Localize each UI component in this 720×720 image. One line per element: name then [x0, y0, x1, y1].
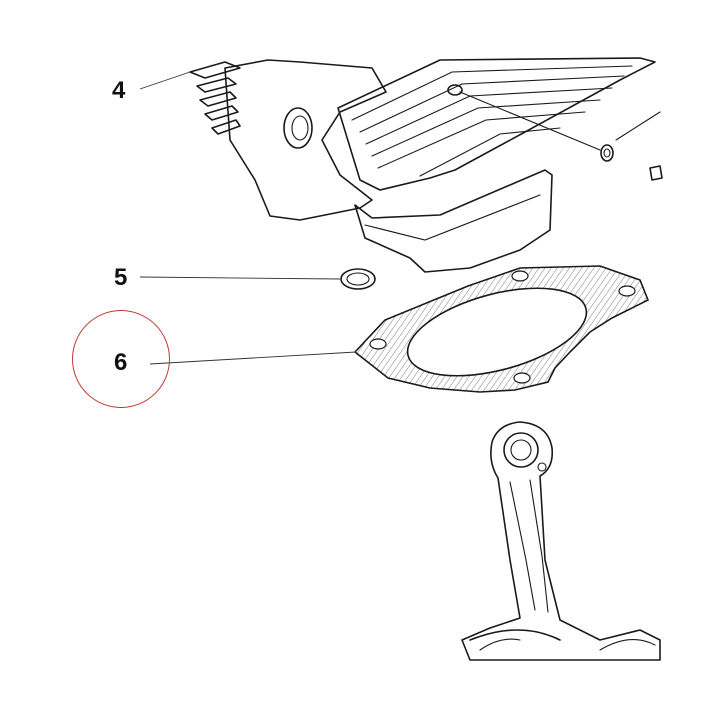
leader-lines: [139, 71, 357, 365]
connecting-rod-drawing: [461, 421, 661, 661]
o-ring-drawing[interactable]: [340, 268, 376, 290]
cylinder-drawing[interactable]: [189, 57, 656, 273]
callout-5-label[interactable]: 5: [114, 264, 128, 291]
callout-6-highlight-ring[interactable]: [72, 310, 170, 408]
base-gasket-drawing[interactable]: [353, 265, 650, 393]
stud-washer-drawing: [459, 91, 663, 181]
callout-4-label[interactable]: 4: [112, 77, 126, 104]
